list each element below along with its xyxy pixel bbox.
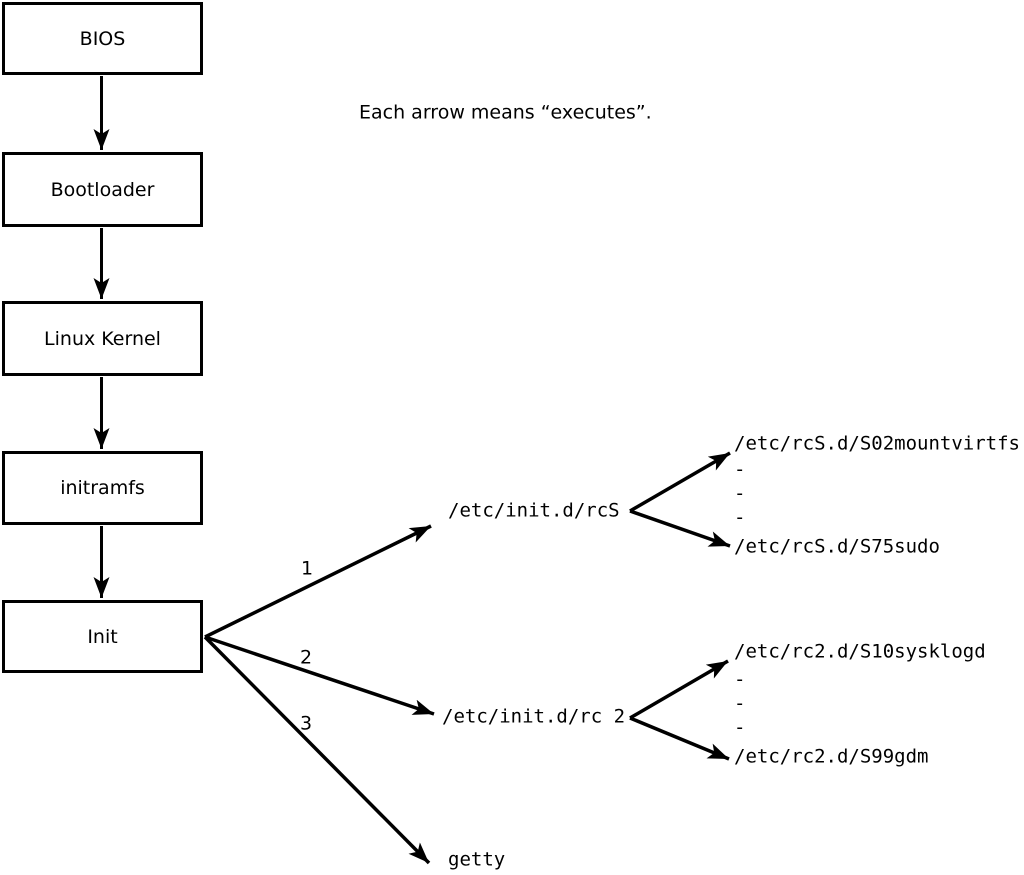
node-rc2-first-script: /etc/rc2.d/S10sysklogd <box>734 640 986 663</box>
rc2-ellipsis-dash: - <box>734 692 746 715</box>
node-bios: BIOS <box>2 2 203 75</box>
arrow-label-3: 3 <box>299 712 313 735</box>
node-rcS-first-script: /etc/rcS.d/S02mountvirtfs <box>734 432 1020 455</box>
arrow-rc2-to-last-script <box>629 716 730 761</box>
node-bootloader-label: Bootloader <box>50 178 155 201</box>
rc2-ellipsis-dash: - <box>734 716 746 739</box>
node-initramfs: initramfs <box>2 451 203 525</box>
arrow-label-1: 1 <box>300 557 314 580</box>
arrow-init-to-getty <box>203 635 431 865</box>
node-initramfs-label: initramfs <box>60 477 145 499</box>
rc2-ellipsis-dash: - <box>734 668 746 691</box>
node-linux-kernel: Linux Kernel <box>2 301 203 376</box>
arrow-rc2-to-first-script <box>629 659 729 720</box>
arrow-init-to-rc2 <box>204 635 435 716</box>
node-rc2-last-script: /etc/rc2.d/S99gdm <box>734 745 929 768</box>
node-rcS-last-script: /etc/rcS.d/S75sudo <box>734 535 940 558</box>
node-getty: getty <box>448 848 506 871</box>
arrow-init-to-rcS <box>204 524 432 639</box>
arrow-rcS-to-last-script <box>629 509 731 548</box>
node-bios-label: BIOS <box>79 27 126 50</box>
node-init-label: Init <box>87 625 118 648</box>
node-init: Init <box>2 600 203 673</box>
node-bootloader: Bootloader <box>2 152 203 227</box>
node-linux-kernel-label: Linux Kernel <box>44 327 161 350</box>
diagram-caption: Each arrow means “executes”. <box>359 101 652 124</box>
node-rcS-script: /etc/init.d/rcS <box>448 499 620 522</box>
rcS-ellipsis-dash: - <box>734 506 746 529</box>
node-rc2-script: /etc/init.d/rc 2 <box>442 705 626 728</box>
rcS-ellipsis-dash: - <box>734 458 746 481</box>
rcS-ellipsis-dash: - <box>734 482 746 505</box>
arrow-label-2: 2 <box>299 646 313 669</box>
arrow-rcS-to-first-script <box>629 451 731 513</box>
